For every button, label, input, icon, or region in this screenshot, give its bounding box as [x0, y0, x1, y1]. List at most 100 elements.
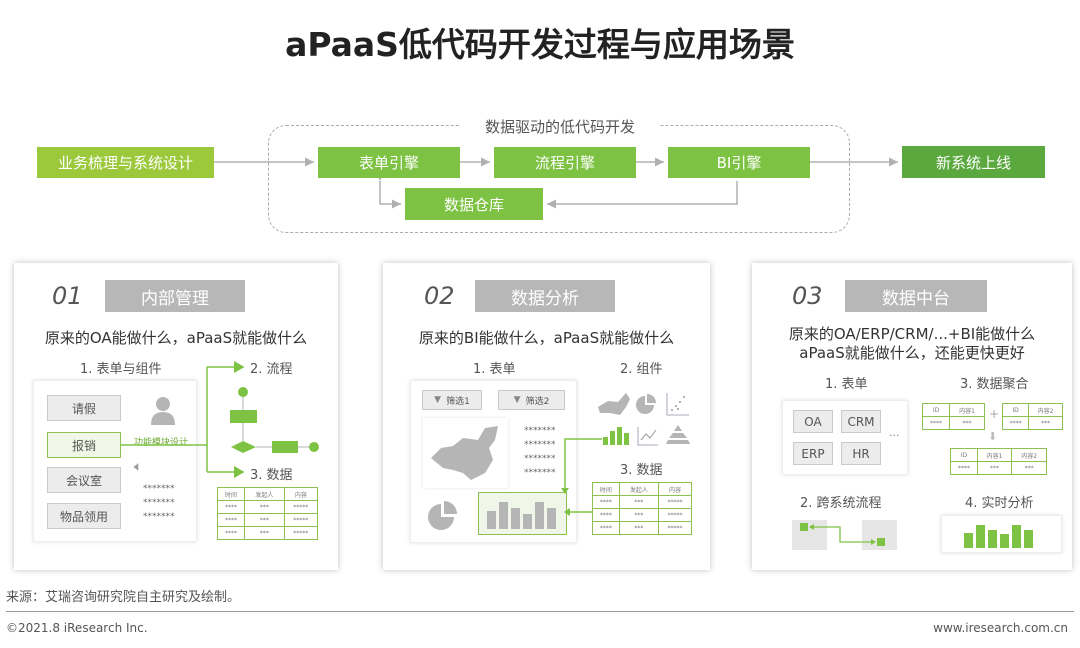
process-diagram: [121, 361, 319, 478]
data-table: 时间发起人内容*********************************…: [592, 482, 692, 535]
bar-chart-icon: [487, 502, 556, 529]
table-cell: *****: [658, 495, 692, 509]
placeholder-line: *******: [143, 512, 175, 522]
form-button-meeting-room: 会议室: [47, 467, 121, 493]
table-cell: ID: [921, 403, 951, 417]
line-chart-icon: [637, 427, 658, 446]
flow-step-form-engine: 表单引擎: [318, 147, 460, 178]
footer-divider: [6, 611, 1074, 612]
page-title: aPaaS低代码开发过程与应用场景: [285, 25, 795, 64]
table-row: ************: [592, 508, 692, 522]
table-cell: ****: [592, 495, 620, 509]
table-cell: *****: [658, 521, 692, 535]
realtime-bar-chart-icon: [964, 525, 1033, 548]
system-oa: OA: [793, 410, 833, 433]
system-erp: ERP: [793, 442, 833, 465]
table-cell: 内容1: [976, 448, 1013, 462]
heading-process: 2. 流程: [250, 362, 293, 377]
filter-label: 筛选1: [446, 396, 470, 407]
heading-data-aggregation: 3. 数据聚合: [960, 377, 1029, 392]
copyright: ©2021.8 iResearch Inc.: [6, 621, 148, 635]
flow-step-bi-engine: BI引擎: [668, 147, 810, 178]
map-icon: [598, 393, 630, 415]
user-avatar-icon: [151, 397, 175, 425]
heading-cross-system-process: 2. 跨系统流程: [800, 496, 882, 511]
table-cell: ***: [244, 526, 285, 540]
system-hr: HR: [841, 442, 881, 465]
form-button-reimburse: 报销: [47, 432, 121, 458]
table-cell: *****: [658, 508, 692, 522]
table-cell: *****: [283, 526, 319, 540]
bar-chart-widget: [478, 492, 567, 535]
flow-step-business-design: 业务梳理与系统设计: [37, 147, 214, 178]
plus-sign: +: [989, 407, 1000, 421]
table-cell: 内容1: [949, 403, 985, 417]
filter-dropdown-1: ▼筛选1: [422, 390, 482, 410]
pie-icon: [636, 394, 656, 414]
pie-chart-widget: [428, 501, 457, 530]
flow-step-data-warehouse: 数据仓库: [405, 188, 543, 220]
table-cell: ***: [618, 508, 660, 522]
table-cell: 内容: [658, 482, 692, 496]
low-code-group-label: 数据驱动的低代码开发: [460, 116, 660, 137]
data-link-arrows: [561, 438, 602, 516]
panel-subtitle: 原来的BI能做什么，aPaaS就能做什么: [418, 329, 675, 347]
component-icons: [598, 393, 690, 446]
table-cell: 内容2: [1028, 403, 1063, 417]
table-row: ************: [592, 495, 692, 509]
filter-label: 筛选2: [525, 396, 550, 407]
table-cell: ****: [950, 461, 978, 475]
table-cell: ***: [1028, 416, 1063, 430]
china-map-icon: [431, 426, 498, 480]
placeholder-line: *******: [143, 484, 175, 494]
module-design-label: 功能模块设计: [134, 438, 189, 448]
website: www.iresearch.com.cn: [933, 621, 1068, 635]
table-cell: 内容2: [1011, 448, 1047, 462]
table-header-row: 时间发起人内容: [216, 487, 319, 501]
flow-step-process-engine: 流程引擎: [494, 147, 636, 178]
flow-step-go-live: 新系统上线: [902, 146, 1045, 178]
green-bar-icon: [603, 427, 629, 445]
panel-number: 02: [424, 282, 455, 310]
flow-arrows: [214, 157, 898, 209]
heading-forms: 1. 表单与组件: [80, 362, 162, 377]
table-cell: ID: [950, 448, 978, 462]
placeholder-line: *******: [524, 440, 556, 450]
panel-subtitle: 原来的OA能做什么，aPaaS就能做什么: [44, 329, 308, 347]
system-a-node: [792, 520, 827, 550]
more-systems-ellipsis: ...: [889, 426, 900, 439]
panel-tag: 数据分析: [475, 280, 615, 312]
source-note: 来源：艾瑞咨询研究院自主研究及绘制。: [6, 590, 241, 605]
map-widget: [423, 418, 508, 488]
heading-components: 2. 组件: [620, 362, 663, 377]
filter-dropdown-2: ▼筛选2: [498, 390, 565, 410]
placeholder-line: *******: [143, 498, 175, 508]
speaker-icon: 🔈︎: [134, 459, 143, 475]
placeholder-text-list: ****************************: [524, 424, 556, 480]
table-row: ************: [592, 521, 692, 535]
pyramid-icon: [666, 425, 690, 444]
placeholder-line: *******: [524, 468, 556, 478]
table-row: *******: [921, 416, 985, 430]
form-button-leave: 请假: [47, 395, 121, 421]
panel-tag: 内部管理: [105, 280, 245, 312]
table-cell: 发起人: [618, 482, 660, 496]
placeholder-line: *******: [524, 426, 556, 436]
form-button-supplies: 物品领用: [47, 503, 121, 529]
heading-data: 3. 数据: [250, 468, 293, 483]
table-cell: ID: [1001, 403, 1030, 417]
data-table: 时间发起人内容*********************************…: [216, 487, 319, 540]
panel-subtitle-line1: 原来的OA/ERP/CRM/...+BI能做什么: [788, 325, 1036, 343]
table-cell: ***: [1011, 461, 1047, 475]
system-crm: CRM: [841, 410, 881, 433]
table-row: **********: [950, 461, 1047, 475]
heading-realtime-analysis: 4. 实时分析: [965, 496, 1034, 511]
table-cell: ****: [216, 526, 246, 540]
table-cell: ***: [976, 461, 1013, 475]
